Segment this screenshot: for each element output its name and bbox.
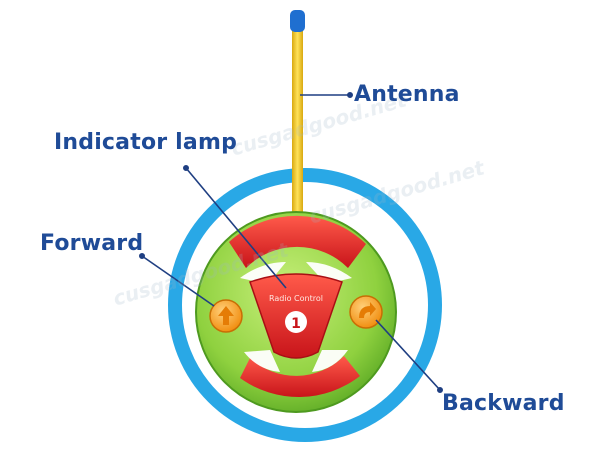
wheel-gap-upper-left bbox=[240, 262, 286, 284]
backward-button[interactable] bbox=[349, 295, 383, 329]
forward-leader bbox=[141, 255, 215, 307]
turn-arrow-icon bbox=[359, 302, 376, 318]
forward-button[interactable] bbox=[209, 299, 243, 333]
backward-leader-dot bbox=[436, 386, 443, 393]
forward-label: Forward bbox=[40, 231, 144, 256]
leader-lines bbox=[139, 92, 443, 393]
up-arrow-icon bbox=[218, 306, 234, 325]
badge-text: Radio Control bbox=[269, 294, 323, 303]
antenna-leader-dot bbox=[346, 92, 353, 99]
wheel-gap-lower-left bbox=[244, 350, 280, 372]
backward-leader bbox=[375, 319, 441, 391]
outer-ring bbox=[168, 168, 442, 442]
wheel-top-red-grip bbox=[229, 215, 366, 268]
badge-number: 1 bbox=[291, 316, 301, 332]
antenna-rod bbox=[292, 28, 303, 222]
wheel-gap-upper-right bbox=[306, 262, 352, 284]
antenna bbox=[290, 10, 305, 222]
antenna-label: Antenna bbox=[354, 82, 460, 107]
indicator-lamp: Radio Control 1 bbox=[249, 273, 343, 359]
indicator-leader bbox=[185, 167, 287, 289]
forward-leader-dot bbox=[139, 253, 146, 260]
badge-number-circle bbox=[285, 311, 307, 333]
backward-label: Backward bbox=[442, 391, 565, 416]
wheel-gap-lower-right bbox=[312, 350, 348, 372]
indicator-leader-dot bbox=[183, 165, 190, 172]
wheel-bottom-red-grip bbox=[240, 356, 360, 398]
indicator-lamp-label: Indicator lamp bbox=[54, 130, 238, 155]
antenna-tip bbox=[290, 10, 305, 32]
